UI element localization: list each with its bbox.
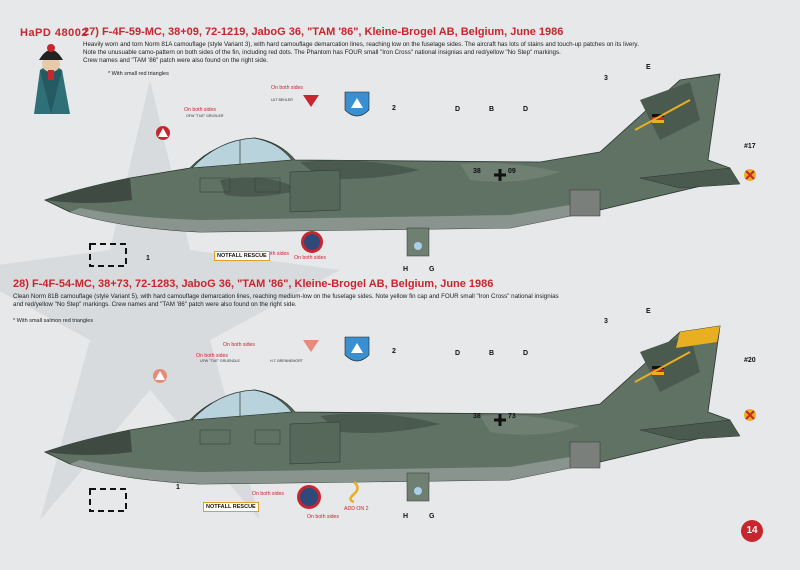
crew-name-decal: OFW "TUE" GRUSLER <box>186 114 224 118</box>
callout-h: H <box>403 513 409 520</box>
profile-2-note: * With small salmon red triangles <box>13 318 94 324</box>
crew-name-decal: UFW "TUE" GRUENDLE <box>200 359 240 363</box>
profile-1-serial-right: 09 <box>508 168 516 175</box>
callout-b: B <box>489 350 495 357</box>
rescue-decal: NOTFALL RESCUE <box>214 251 270 261</box>
callout-d: D <box>455 106 461 113</box>
panel-decal <box>406 472 430 502</box>
profile-1-fin-number: #17 <box>744 143 756 150</box>
callout-e: E <box>646 308 651 315</box>
callout-3: 3 <box>604 318 608 325</box>
profile-2-desc-line-2: and red/yellow "No Step" markings. Crew … <box>13 301 297 308</box>
warning-triangle-decal <box>303 95 319 107</box>
squadron-badge-decal <box>344 336 370 362</box>
aircraft-profile-2 <box>43 325 741 485</box>
no-step-decal <box>744 169 756 181</box>
profile-2-desc-line-1: Clean Norm 81B camouflage (style Variant… <box>13 293 559 300</box>
no-step-decal <box>744 409 756 421</box>
on-both-sides-label: On both sides <box>196 353 229 359</box>
profile-1-desc-line-1: Heavily worn and torn Norm 81A camouflag… <box>83 41 639 48</box>
callout-3: 3 <box>604 75 608 82</box>
profile-1-note: * With small red triangles <box>108 71 169 77</box>
callout-g: G <box>429 513 435 520</box>
add-on-decal <box>349 481 359 504</box>
tam-patch-decal <box>301 231 323 253</box>
profile-2-serial-right: 73 <box>508 413 516 420</box>
profile-1-desc-line-3: Crew names and "TAM '86" patch were also… <box>83 57 268 64</box>
callout-b: B <box>489 106 495 113</box>
profile-2-title: 28) F-4F-54-MC, 38+73, 72-1283, JaboG 36… <box>13 278 494 290</box>
on-both-sides-label: On both sides <box>271 85 304 91</box>
callout-g: G <box>429 266 435 273</box>
profile-1-title: 27) F-4F-59-MC, 38+09, 72-1219, JaboG 36… <box>83 26 564 38</box>
profile-2-serial-left: 38 <box>473 413 481 420</box>
product-code: HaPD 48002 <box>20 27 88 39</box>
squadron-badge-decal <box>344 91 370 117</box>
profile-2-fin-number: #20 <box>744 357 756 364</box>
callout-h: H <box>403 266 409 273</box>
on-both-sides-label: On both sides <box>223 342 256 348</box>
callout-1: 1 <box>146 255 150 262</box>
page-number: 14 <box>741 520 763 542</box>
profile-1-desc-line-2: Note the unusuable camo-pattern on both … <box>83 49 561 56</box>
callout-d-right: D <box>523 350 529 357</box>
on-both-sides-label: On both sides <box>257 251 290 257</box>
callout-1: 1 <box>176 484 180 491</box>
aircraft-profile-1 <box>43 73 741 233</box>
warning-triangle-decal <box>153 369 167 383</box>
stencil-frame-decal <box>89 488 127 512</box>
warning-triangle-decal <box>156 126 170 140</box>
callout-2: 2 <box>392 348 396 355</box>
rescue-decal: NOTFALL RESCUE <box>203 502 259 512</box>
on-both-sides-label: On both sides <box>184 107 217 113</box>
on-both-sides-label: On both sides <box>252 491 285 497</box>
panel-decal <box>406 227 430 257</box>
callout-2: 2 <box>392 105 396 112</box>
crew-name-decal: ULT BEHLER <box>271 98 293 102</box>
crew-name-decal: H.T. BRENNEMORT <box>270 359 303 363</box>
tam-patch-decal <box>297 485 321 509</box>
profile-1-serial-left: 38 <box>473 168 481 175</box>
background-emblem <box>0 80 340 520</box>
warning-triangle-decal <box>303 340 319 352</box>
add-on-label: ADD ON 2 <box>344 506 369 512</box>
on-both-sides-label: On both sides <box>294 255 327 261</box>
mascot-figure <box>34 44 70 114</box>
callout-e: E <box>646 64 651 71</box>
callout-d: D <box>455 350 461 357</box>
stencil-frame-decal <box>89 243 127 267</box>
callout-d-right: D <box>523 106 529 113</box>
on-both-sides-label: On both sides <box>307 514 340 520</box>
